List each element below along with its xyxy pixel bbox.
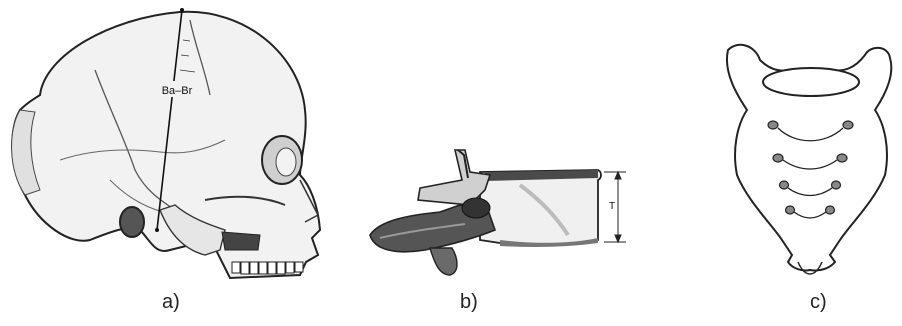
panel-b-vertebra: T b) (340, 0, 640, 326)
caption-b: b) (460, 291, 478, 314)
vertebra-illustration: T (340, 0, 640, 326)
vertebral-body (480, 170, 601, 245)
sacrum-illustration (680, 0, 902, 326)
ba-br-label: Ba–Br (162, 85, 193, 97)
skull-illustration: Ba–Br (0, 0, 340, 326)
panel-c-sacrum: c) (680, 0, 902, 326)
panel-a-skull: Ba–Br a) (0, 0, 340, 326)
caption-c: c) (810, 291, 827, 314)
t-label: T (609, 201, 615, 212)
caption-a: a) (162, 291, 180, 314)
ear-opening (120, 207, 144, 237)
sacral-base (763, 68, 859, 96)
